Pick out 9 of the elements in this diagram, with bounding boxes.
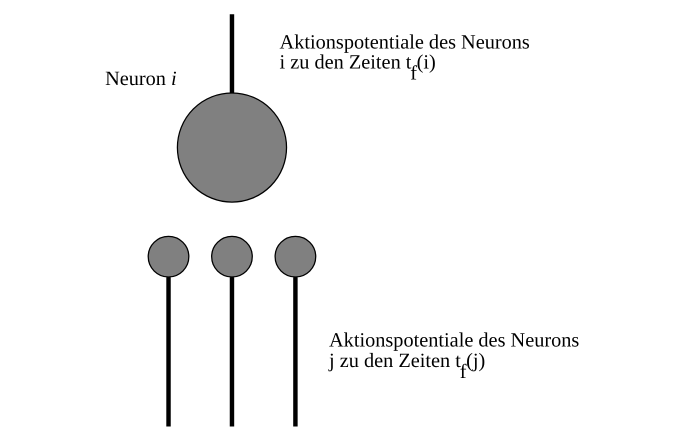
connector [293,277,298,427]
connector [230,277,234,426]
node-circle [176,92,288,203]
node-circle [148,236,190,278]
connector [166,277,171,426]
node-circle [211,236,253,278]
node-label: Neuron i [105,68,177,90]
connector [230,14,234,93]
node-circle [274,236,316,278]
